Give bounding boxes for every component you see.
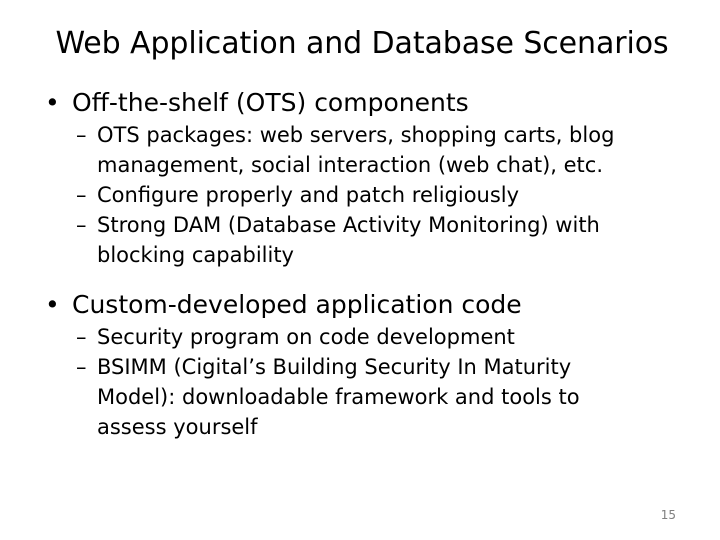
bullet-dash-icon: – bbox=[76, 325, 87, 349]
bullet-level2-security-program: – Security program on code development bbox=[0, 322, 720, 352]
bullet-level2-bsimm: – BSIMM (Cigital’s Building Security In … bbox=[0, 352, 720, 442]
bullet-level2-ots-packages: – OTS packages: web servers, shopping ca… bbox=[0, 120, 720, 180]
bullet-level2-label: BSIMM (Cigital’s Building Security In Ma… bbox=[97, 355, 580, 439]
bullet-dash-icon: – bbox=[76, 183, 87, 207]
bullet-dash-icon: – bbox=[76, 213, 87, 237]
bullet-level1-custom-developed-application-code: • Custom-developed application code bbox=[0, 288, 720, 322]
bullet-level2-strong-dam: – Strong DAM (Database Activity Monitori… bbox=[0, 210, 720, 270]
bullet-group-1: • Off-the-shelf (OTS) components – OTS p… bbox=[0, 86, 720, 270]
bullet-dash-icon: – bbox=[76, 123, 87, 147]
bullet-dot-icon: • bbox=[45, 88, 60, 117]
bullet-level2-label: Strong DAM (Database Activity Monitoring… bbox=[97, 213, 600, 267]
bullet-level2-configure-properly: – Configure properly and patch religious… bbox=[0, 180, 720, 210]
bullet-level1-off-the-shelf-components: • Off-the-shelf (OTS) components bbox=[0, 86, 720, 120]
bullet-level2-label: Configure properly and patch religiously bbox=[97, 183, 520, 207]
bullet-level2-label: Security program on code development bbox=[97, 325, 515, 349]
page-number: 15 bbox=[660, 508, 676, 522]
page-title: Web Application and Database Scenarios bbox=[55, 26, 669, 61]
bullet-group-2: • Custom-developed application code – Se… bbox=[0, 288, 720, 442]
bullet-dot-icon: • bbox=[45, 290, 60, 319]
bullet-level2-label: OTS packages: web servers, shopping cart… bbox=[97, 123, 615, 177]
slide-content-body: • Off-the-shelf (OTS) components – OTS p… bbox=[0, 86, 720, 442]
bullet-dash-icon: – bbox=[76, 355, 87, 379]
group-spacer bbox=[0, 270, 720, 288]
bullet-level1-label: Custom-developed application code bbox=[72, 290, 522, 319]
bullet-level1-label: Off-the-shelf (OTS) components bbox=[72, 88, 469, 117]
